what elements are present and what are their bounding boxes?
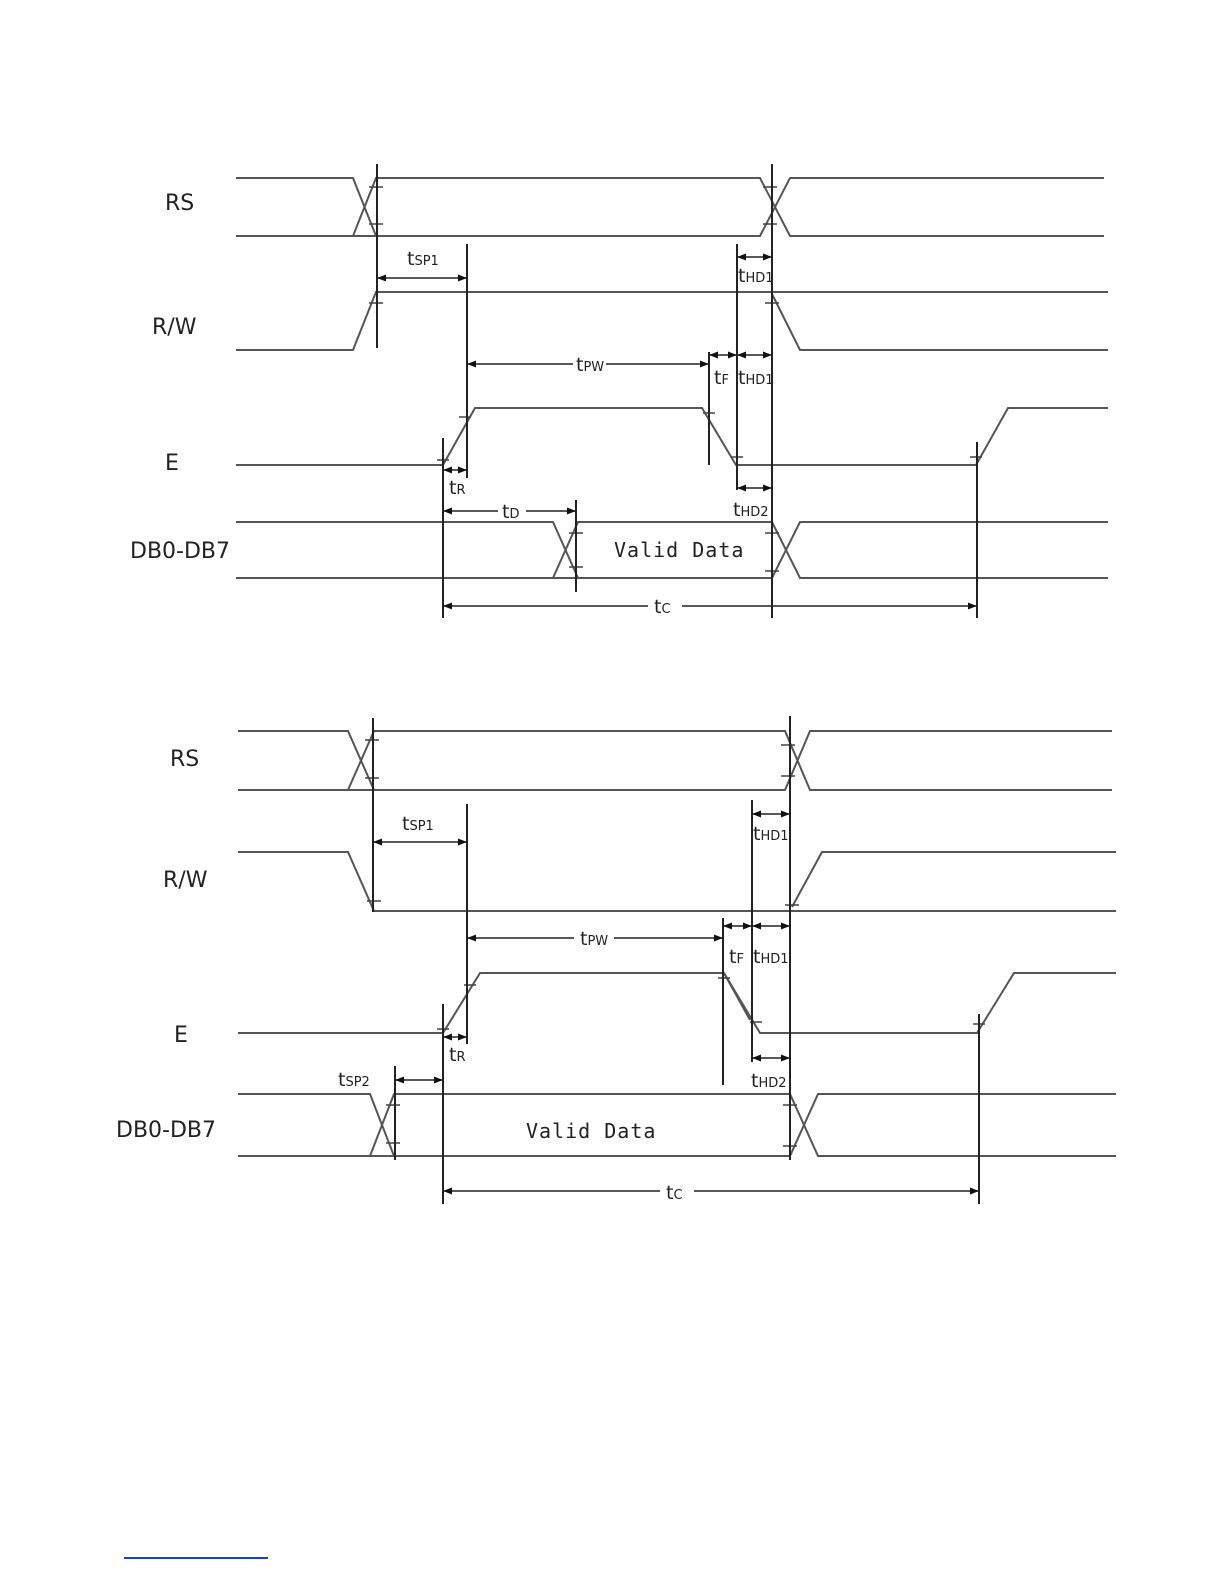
e-label: E — [174, 1023, 188, 1048]
rw-waveform — [238, 852, 1116, 911]
tpw-label: tPW — [576, 354, 604, 376]
e-label: E — [165, 451, 179, 476]
tr-label: tR — [449, 1044, 466, 1066]
tpw-label: tPW — [580, 928, 608, 950]
tc-label: tC — [666, 1182, 683, 1204]
db-waveform: Valid Data — [238, 1094, 1116, 1156]
rs-waveform — [236, 178, 1104, 236]
valid-data-label: Valid Data — [614, 538, 744, 562]
tf-label: tF — [714, 367, 729, 389]
dimension-arrows — [374, 814, 978, 1191]
tr-label: tR — [449, 477, 466, 499]
rs-label: RS — [170, 747, 199, 772]
valid-data-label: Valid Data — [526, 1119, 656, 1143]
thd2-label: tHD2 — [751, 1070, 787, 1092]
rw-label: R/W — [152, 315, 197, 340]
timing-labels: tSP1 tHD1 tPW tF tHD1 tR tSP2 tHD2 tC — [338, 813, 789, 1204]
thd1-label-2: tHD1 — [738, 367, 774, 389]
thd2-label: tHD2 — [733, 499, 769, 521]
rs-label: RS — [165, 191, 194, 216]
timing-diagram-1: RS R/W E DB0-DB7 Valid Data — [130, 164, 1108, 618]
tsp1-label: tSP1 — [407, 248, 439, 270]
e-waveform — [238, 973, 1116, 1033]
thd1-label: tHD1 — [753, 823, 789, 845]
db-label: DB0-DB7 — [130, 539, 230, 564]
tf-label: tF — [729, 946, 744, 968]
tsp1-label: tSP1 — [402, 813, 434, 835]
thd1-label: tHD1 — [738, 265, 774, 287]
rw-waveform — [236, 292, 1108, 350]
rs-waveform — [238, 731, 1112, 790]
tsp2-label: tSP2 — [338, 1069, 370, 1091]
db-label: DB0-DB7 — [116, 1118, 216, 1143]
td-label: tD — [502, 501, 519, 523]
tc-label: tC — [654, 596, 671, 618]
thd1-label-2: tHD1 — [753, 946, 789, 968]
timing-diagram-2: RS R/W E DB0-DB7 Valid Da — [116, 716, 1116, 1204]
rw-label: R/W — [163, 868, 208, 893]
